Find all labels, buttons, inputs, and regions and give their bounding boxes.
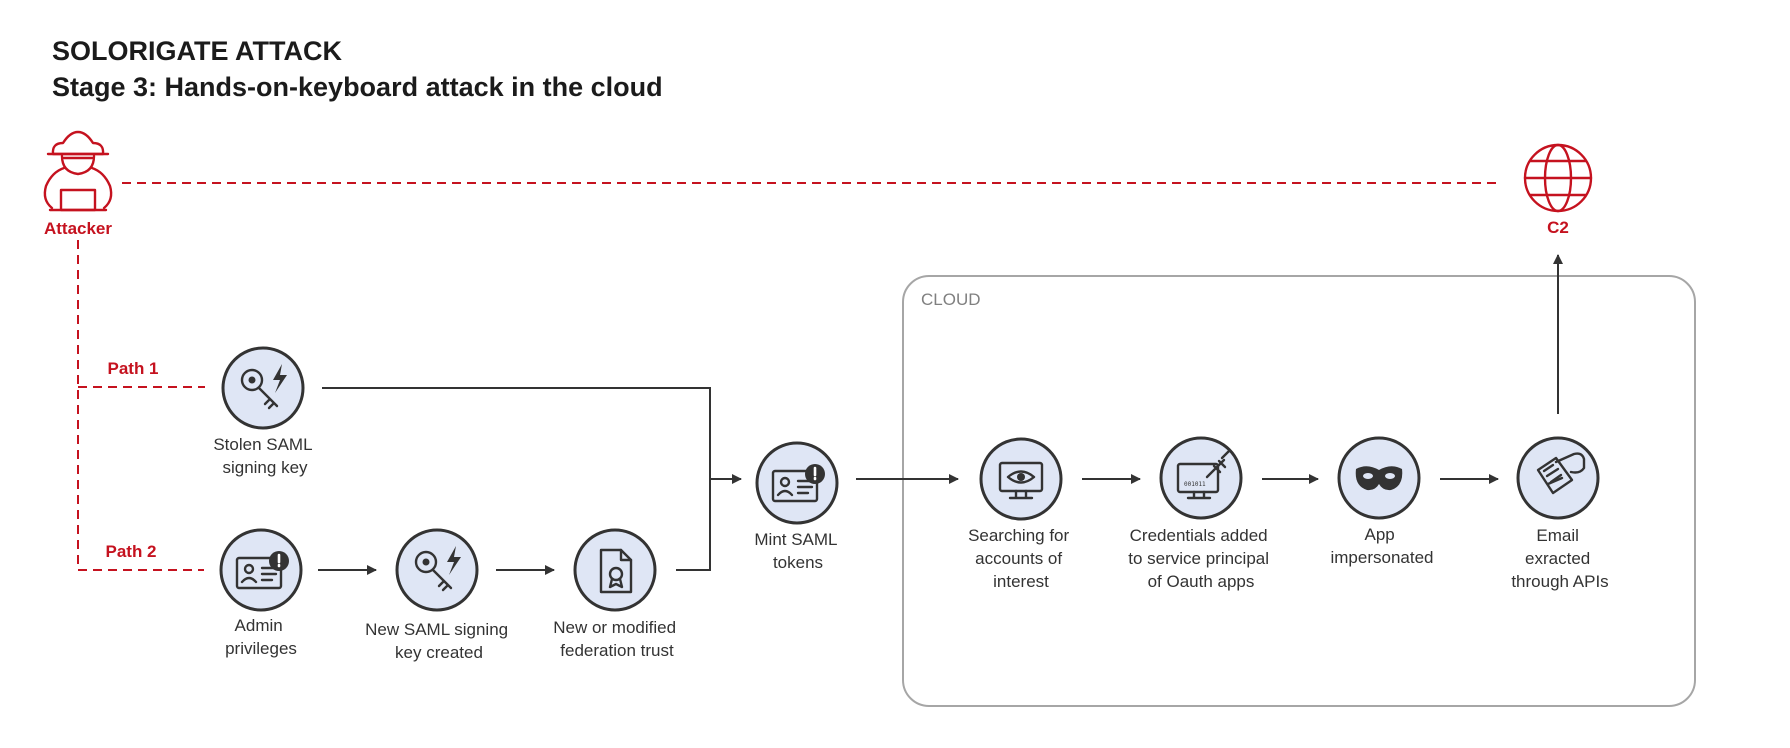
node-credentials-added: 001011 Credentials added to service prin… <box>1128 436 1274 591</box>
node-mint-saml-tokens: Mint SAML tokens <box>754 441 841 572</box>
node-label: Stolen SAML signing key <box>213 435 316 477</box>
hooded-hacker-icon <box>43 130 113 212</box>
hand-document-icon <box>1536 452 1586 495</box>
node-label: Admin privileges <box>225 616 297 658</box>
node-label: Searching for accounts of interest <box>968 526 1074 591</box>
id-card-alert-icon <box>235 551 289 590</box>
path1-flow-line <box>322 387 711 571</box>
certificate-document-icon <box>599 548 633 594</box>
node-label: Email exracted through APIs <box>1511 526 1608 591</box>
key-lightning-icon <box>240 364 287 410</box>
node-email-extracted: Email exracted through APIs <box>1511 436 1609 591</box>
node-admin-privileges: Admin privileges <box>219 528 303 658</box>
attacker-label: Attacker <box>44 219 112 238</box>
key-lightning-icon <box>414 546 461 592</box>
cloud-label: CLOUD <box>921 290 981 309</box>
diagram-title: SOLORIGATE ATTACK <box>52 36 342 66</box>
node-federation-trust: New or modified federation trust <box>553 528 681 660</box>
diagram-subtitle: Stage 3: Hands-on-keyboard attack in the… <box>52 72 663 102</box>
path1-label: Path 1 <box>107 359 158 378</box>
node-stolen-saml-key: Stolen SAML signing key <box>213 346 316 477</box>
node-label: New or modified federation trust <box>553 618 681 660</box>
node-searching-accounts: Searching for accounts of interest <box>968 437 1074 591</box>
id-card-alert-icon <box>771 464 825 503</box>
node-label: New SAML signing key created <box>365 620 513 662</box>
node-label: Credentials added to service principal o… <box>1128 526 1274 591</box>
monitor-syringe-icon: 001011 <box>1176 449 1231 500</box>
mask-icon <box>1355 466 1403 491</box>
cloud-container <box>902 275 1696 707</box>
node-label: App impersonated <box>1330 525 1433 567</box>
monitor-eye-icon <box>998 461 1044 500</box>
node-new-saml-key: New SAML signing key created <box>365 528 513 662</box>
c2-label: C2 <box>1547 218 1569 237</box>
path2-label: Path 2 <box>105 542 156 561</box>
node-app-impersonated: App impersonated <box>1330 436 1434 567</box>
svg-text:001011: 001011 <box>1184 481 1206 488</box>
globe-icon <box>1523 143 1593 213</box>
node-label: Mint SAML tokens <box>754 530 841 572</box>
